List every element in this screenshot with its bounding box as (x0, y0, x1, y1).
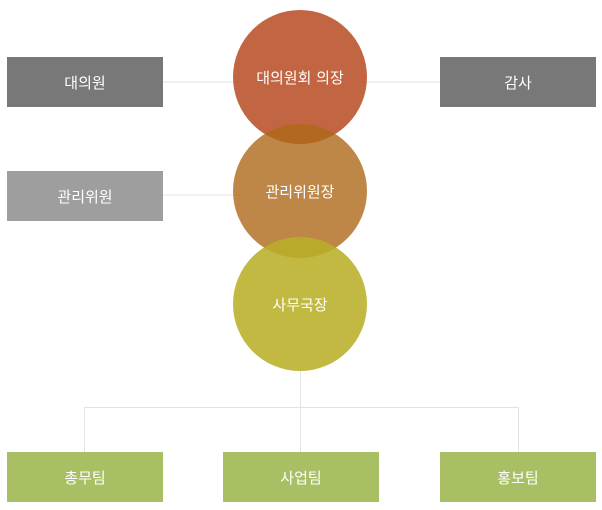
secretary-general-label: 사무국장 (272, 295, 328, 314)
team-label: 홍보팀 (497, 468, 539, 487)
delegates-box: 대의원 (7, 57, 163, 107)
team-box-pr: 홍보팀 (440, 452, 596, 502)
team-label: 총무팀 (64, 468, 106, 487)
team-box-general-affairs: 총무팀 (7, 452, 163, 502)
assembly-chair-label: 대의원회 의장 (256, 68, 344, 87)
secretary-general-circle: 사무국장 (233, 237, 367, 371)
committee-member-label: 관리위원 (57, 187, 113, 206)
team-label: 사업팀 (280, 468, 322, 487)
committee-chair-circle: 관리위원장 (233, 124, 367, 258)
committee-chair-label: 관리위원장 (265, 182, 335, 201)
committee-member-box: 관리위원 (7, 171, 163, 221)
delegates-label: 대의원 (64, 73, 106, 92)
auditor-label: 감사 (504, 73, 532, 92)
assembly-chair-circle: 대의원회 의장 (233, 10, 367, 144)
team-box-business: 사업팀 (223, 452, 379, 502)
auditor-box: 감사 (440, 57, 596, 107)
